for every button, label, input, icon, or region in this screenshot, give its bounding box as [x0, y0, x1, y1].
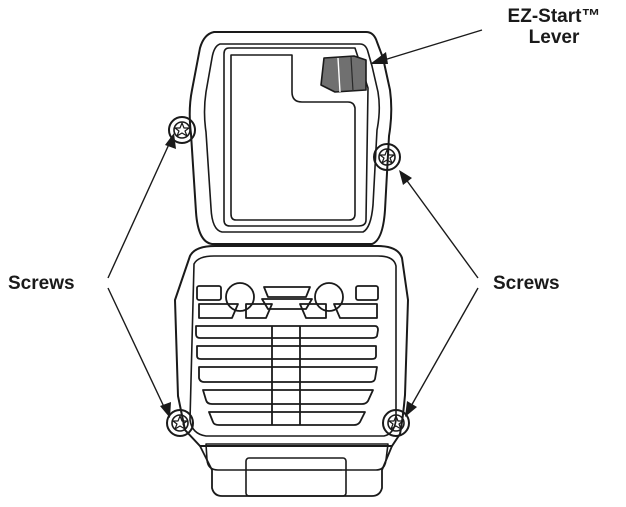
grille [195, 282, 379, 426]
leader-screws-left-up [107, 141, 171, 279]
upper-cover [188, 31, 393, 245]
arrow-ez-start [370, 52, 388, 64]
screws-label-right: Screws [493, 273, 560, 294]
screw-top-right [373, 143, 401, 171]
leader-screws-left-down [107, 287, 166, 410]
leader-screws-right-down [409, 287, 479, 409]
screws-label-left: Screws [8, 273, 75, 294]
screw-bottom-left [166, 409, 194, 437]
leader-lines [107, 29, 483, 418]
screw-bottom-right [382, 409, 410, 437]
leader-ez-start [383, 29, 483, 61]
ez-start-label-line1: EZ-Start™ [507, 6, 601, 27]
lower-body [174, 245, 409, 497]
screw-top-left [168, 116, 196, 144]
ez-start-lever-label: EZ-Start™ Lever [474, 6, 626, 48]
leader-screws-right-up [404, 177, 479, 279]
ez-start-lever [320, 55, 367, 93]
ez-start-label-line2: Lever [528, 27, 580, 48]
